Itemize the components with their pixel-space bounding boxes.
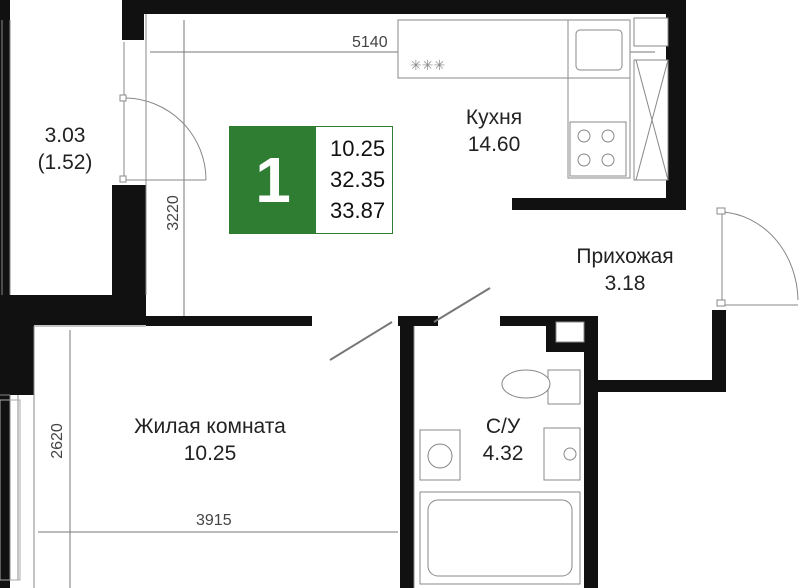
dim-living-width: 3915 xyxy=(196,512,232,529)
living-area-value: 10.25 xyxy=(330,136,386,161)
hallway-name: Прихожая xyxy=(576,245,674,268)
total-area-value: 32.35 xyxy=(330,167,386,192)
entrance-door xyxy=(716,207,799,307)
living-room-area: 10.25 xyxy=(183,442,237,465)
badge-areas: 10.25 32.35 33.87 xyxy=(330,133,385,226)
balcony-door xyxy=(119,42,207,183)
balcony-reduced-area: (1.52) xyxy=(37,151,93,174)
total-area-with-balcony-value: 33.87 xyxy=(330,198,386,223)
walls xyxy=(0,0,726,588)
balcony-label: 3.03 (1.52) xyxy=(20,122,110,176)
bathroom-area: 4.32 xyxy=(482,442,524,465)
balcony-area: 3.03 xyxy=(44,124,86,147)
living-door xyxy=(329,287,491,361)
dim-kitchen-width: 5140 xyxy=(352,34,388,51)
kitchen-label: Кухня 14.60 xyxy=(444,104,544,158)
svg-text:✳✳✳: ✳✳✳ xyxy=(410,58,445,74)
kitchen-area: 14.60 xyxy=(467,133,521,156)
living-room-label: Жилая комната 10.25 xyxy=(118,413,302,467)
bathroom-name: С/У xyxy=(485,415,521,438)
dim-kitchen-depth: 3220 xyxy=(164,195,182,231)
living-window xyxy=(0,399,21,581)
bathroom-label: С/У 4.32 xyxy=(468,413,538,467)
thin-walls xyxy=(0,14,415,588)
kitchen-name: Кухня xyxy=(465,106,523,129)
apartment-badge: 1 10.25 32.35 33.87 xyxy=(229,126,393,234)
dim-living-depth: 2620 xyxy=(48,423,66,459)
hallway-area: 3.18 xyxy=(604,272,646,295)
hallway-label: Прихожая 3.18 xyxy=(560,243,690,297)
living-room-name: Жилая комната xyxy=(134,415,286,438)
kitchen-fixtures: ✳✳✳ xyxy=(397,17,669,181)
bathroom-fixtures xyxy=(419,321,585,585)
rooms-count: 1 xyxy=(230,127,316,233)
